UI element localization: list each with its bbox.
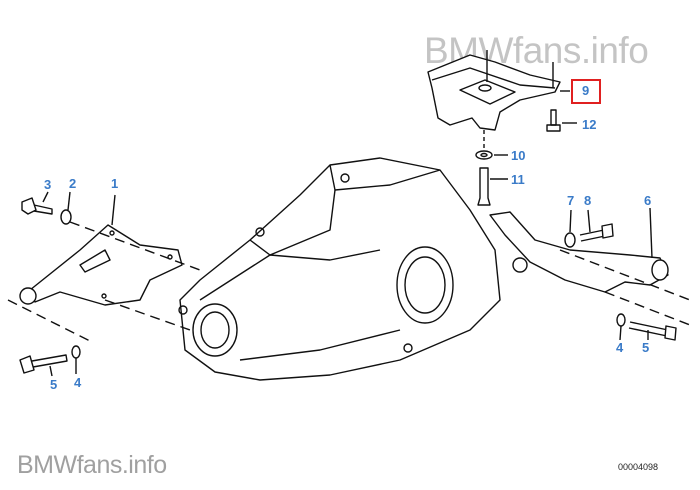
watermark-bottom: BMWfans.info — [17, 451, 167, 479]
part-label-9[interactable]: 9 — [582, 83, 590, 98]
part-label-10[interactable]: 10 — [511, 148, 526, 163]
part-label-2[interactable]: 2 — [69, 176, 77, 191]
selected-part-highlight — [571, 79, 601, 104]
part-label-12[interactable]: 12 — [582, 117, 597, 132]
part-label-8[interactable]: 8 — [584, 193, 592, 208]
rubber-mount-drawing — [427, 50, 570, 131]
part-label-3[interactable]: 3 — [44, 177, 52, 192]
part-label-1[interactable]: 1 — [111, 176, 119, 191]
part-label-6[interactable]: 6 — [644, 193, 652, 208]
bolt-12-drawing — [546, 109, 577, 132]
part-label-5-right[interactable]: 5 — [642, 340, 650, 355]
part-label-4-left[interactable]: 4 — [74, 375, 82, 390]
part-label-11[interactable]: 11 — [511, 172, 525, 187]
left-bracket-drawing — [7, 194, 201, 343]
part-label-7[interactable]: 7 — [567, 193, 575, 208]
diagram-number: 00004098 — [618, 462, 659, 472]
differential-housing-drawing — [178, 157, 501, 381]
part-label-5-left[interactable]: 5 — [50, 377, 58, 392]
trailing-arm-drawing — [489, 207, 691, 326]
part-label-4-right[interactable]: 4 — [616, 340, 624, 355]
